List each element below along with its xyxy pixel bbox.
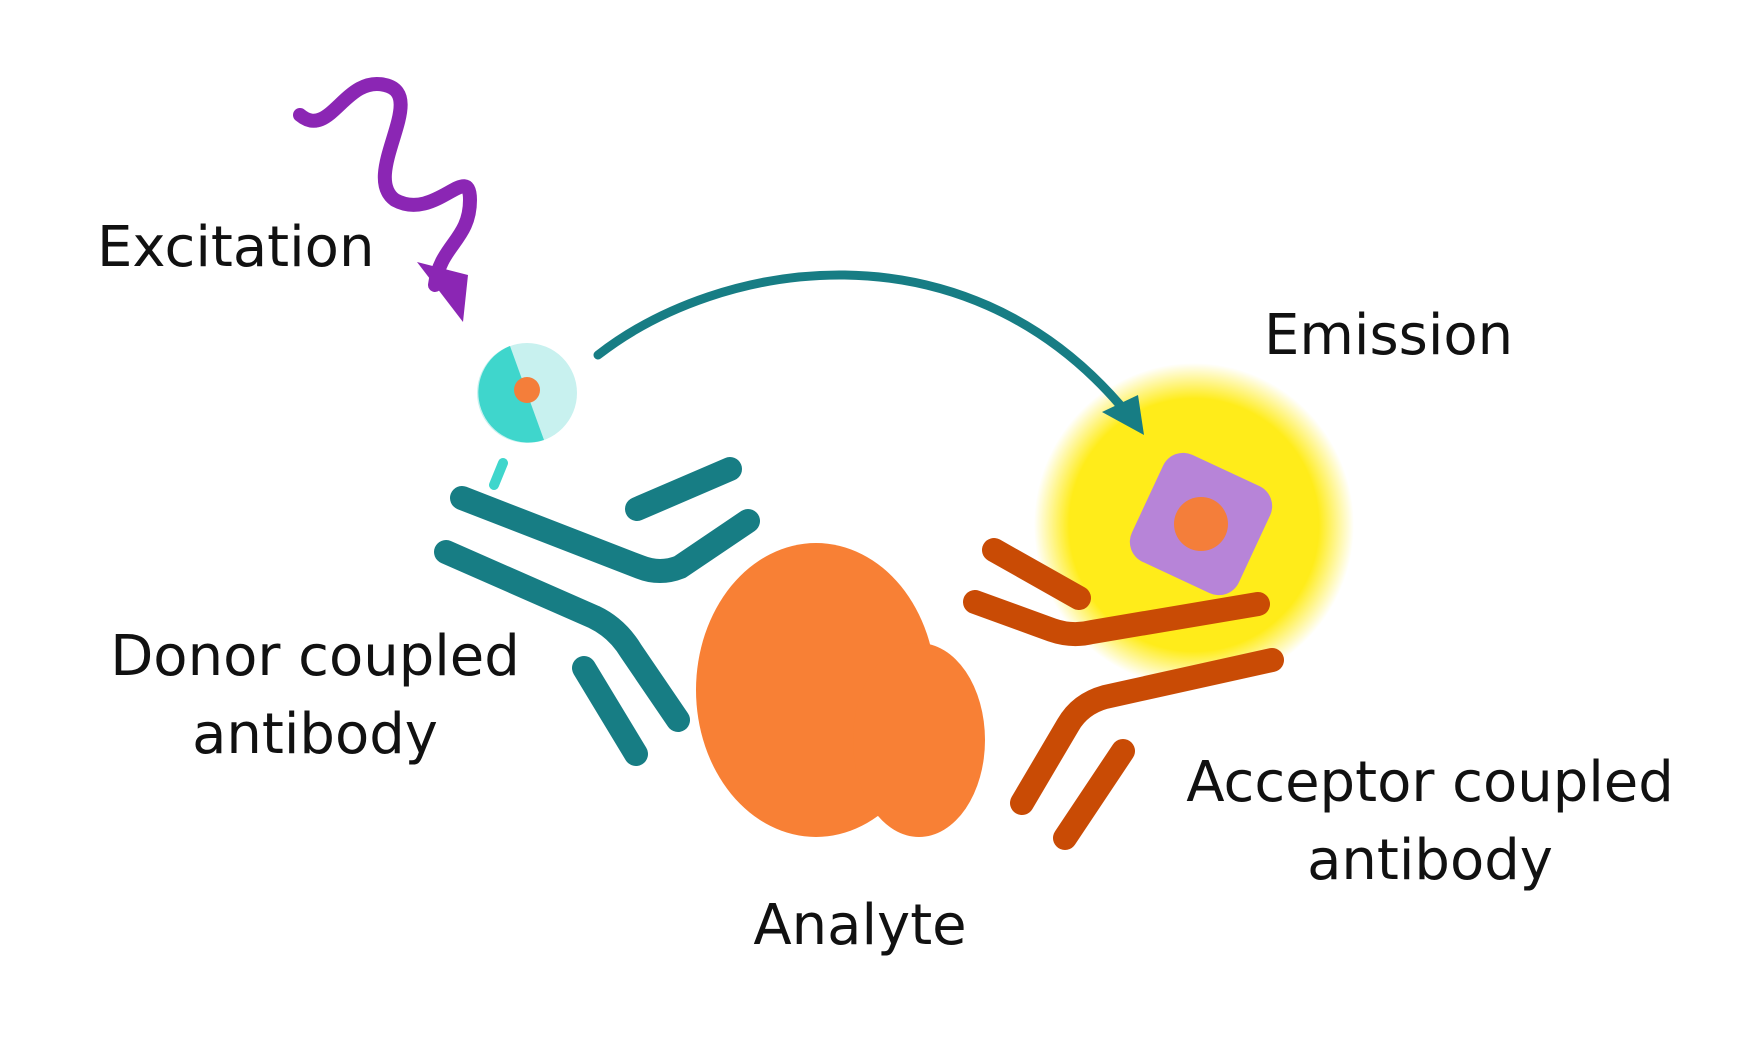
analyte-label: Analyte [753, 893, 967, 958]
donor-label-line1: Donor coupled [110, 624, 520, 689]
donor-probe [477, 343, 577, 443]
acceptor-antibody [963, 538, 1284, 850]
excitation-label: Excitation [97, 215, 375, 280]
donor-antibody-label: Donor coupled antibody [95, 618, 535, 774]
donor-label-line2: antibody [192, 702, 438, 767]
acceptor-probe [1129, 452, 1273, 596]
acceptor-antibody-label: Acceptor coupled antibody [1160, 744, 1700, 900]
energy-transfer-arrow [593, 270, 1144, 435]
analyte-molecule [696, 543, 985, 837]
donor-antibody [434, 457, 760, 766]
acceptor-label-line1: Acceptor coupled [1186, 750, 1674, 815]
emission-label: Emission [1264, 303, 1514, 368]
excitation-wave-arrow [293, 76, 478, 322]
acceptor-label-line2: antibody [1307, 828, 1553, 893]
